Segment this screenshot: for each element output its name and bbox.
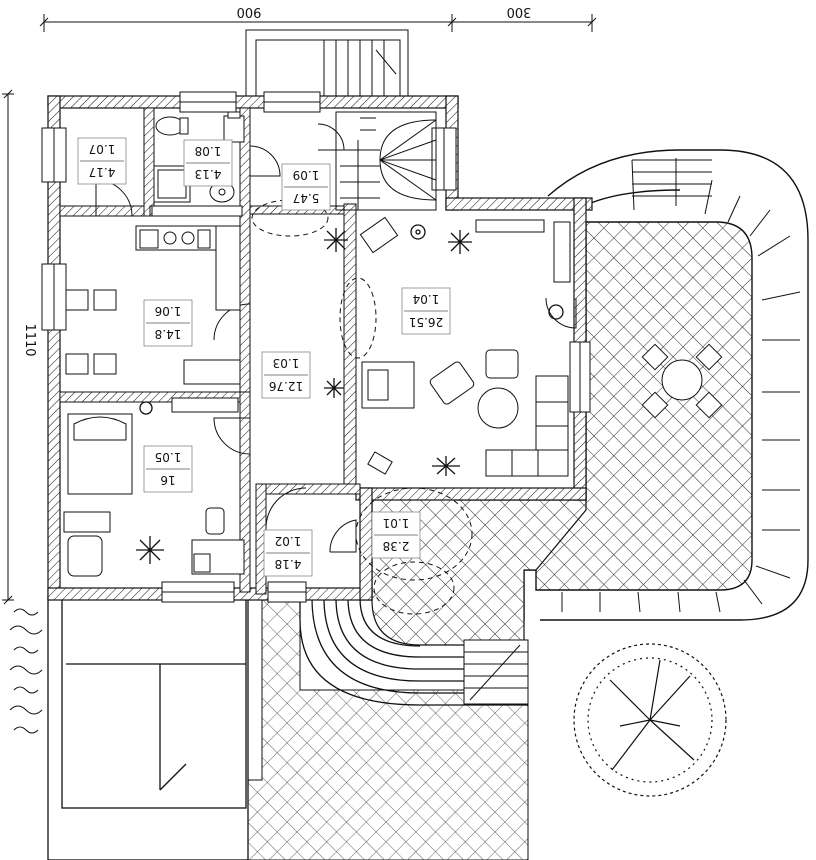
dimension-label-300: 300 [507, 4, 532, 19]
room-label-r104: 1.04 26.51 [401, 287, 451, 335]
side-steps [463, 639, 529, 705]
dimension-label-900: 900 [237, 4, 262, 19]
room-number: 1.09 [293, 168, 320, 182]
room-number: 1.08 [195, 144, 222, 158]
room-area: 12.76 [269, 379, 303, 393]
room-number: 1.04 [413, 292, 440, 306]
room-area: 4.17 [89, 165, 116, 179]
door-dashed-arcs [251, 199, 473, 615]
entrance-steps [299, 597, 528, 706]
room-label-r102: 1.02 4.18 [263, 529, 313, 577]
room-label-r106: 1.06 14.8 [143, 299, 193, 347]
room-labels: 1.07 4.17 1.08 4.13 1.09 5.47 1.06 14.8 1.04 26.5… [77, 137, 451, 577]
terrace-steps [632, 159, 712, 197]
terrace-outer-ring [540, 149, 809, 621]
room-number: 1.02 [275, 534, 302, 548]
room-label-r107: 1.07 4.17 [77, 137, 127, 185]
doors [95, 123, 577, 553]
plant-icon [432, 456, 460, 476]
hedge [9, 608, 43, 734]
room-area: 5.47 [293, 191, 320, 205]
bedroom-furniture [63, 413, 245, 577]
room-number: 1.07 [89, 142, 116, 156]
room-number: 1.06 [155, 304, 182, 318]
plant-icon [139, 401, 153, 415]
plant-icon [410, 224, 426, 240]
room-area: 14.8 [155, 327, 182, 341]
room-label-r101: 1.01 2.38 [371, 511, 421, 559]
room-label-r108: 1.08 4.13 [183, 139, 233, 187]
room-area: 4.13 [195, 167, 222, 181]
room-number: 1.03 [273, 356, 300, 370]
dimension-label-1110: 1110 [22, 323, 37, 356]
room-label-r109: 1.09 5.47 [281, 163, 331, 211]
room-area: 26.51 [409, 315, 443, 329]
dimension-top [39, 14, 597, 32]
terrace-table [641, 343, 723, 419]
kitchen-counter [135, 225, 241, 311]
plant-icon [136, 536, 164, 564]
room-label-r105: 1.05 16 [143, 445, 193, 493]
plant-icon [548, 304, 564, 320]
spiral-stair [335, 111, 437, 211]
room-label-r103: 1.03 12.76 [261, 351, 311, 399]
plant-icon [448, 230, 472, 254]
room-number: 1.01 [383, 516, 410, 530]
plant-icon [324, 228, 348, 252]
tree-icon [573, 643, 727, 797]
plant-icon [324, 378, 344, 398]
room-number: 1.05 [155, 450, 182, 464]
room-area: 4.18 [275, 557, 302, 571]
north-stair [245, 29, 409, 97]
terrace-radial-marks [561, 158, 801, 613]
room-area: 2.38 [383, 539, 410, 553]
room-area: 16 [160, 473, 175, 487]
dimension-left [2, 89, 14, 605]
entrance-platform [371, 497, 587, 646]
dining-furniture [65, 289, 241, 413]
carport [47, 597, 249, 860]
living-furniture [359, 216, 571, 477]
plant-icons [136, 224, 564, 564]
